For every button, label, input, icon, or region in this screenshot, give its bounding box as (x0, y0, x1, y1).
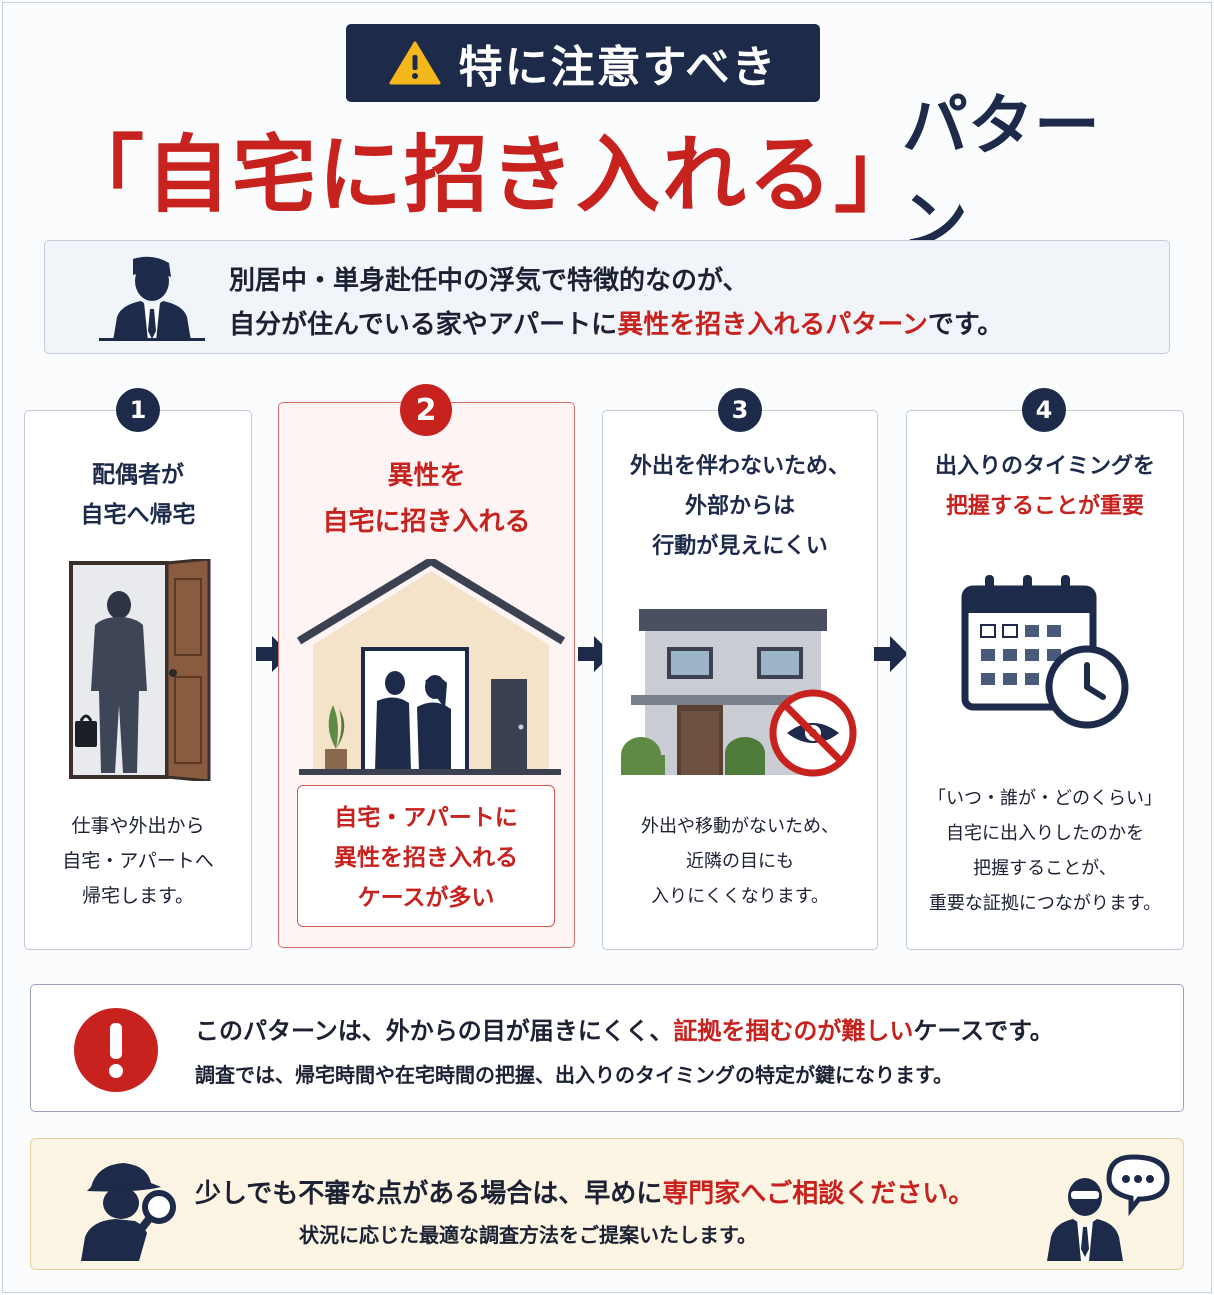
step-2-title-line: 異性を (387, 461, 466, 491)
step-3-title-line: 外部からは (684, 494, 795, 519)
notice-box: このパターンは、外からの目が届きにくく、証拠を掴むのが難しいケースです。 調査で… (30, 984, 1184, 1112)
intro-highlight: 異性を招き入れるパターン (617, 310, 928, 340)
arrow-right-icon (578, 636, 612, 672)
businessman-icon (99, 256, 205, 341)
step-3-title: 外出を伴わないため、 外部からは 行動が見えにくい (603, 447, 877, 567)
step-4-title-line: 出入りのタイミングを (934, 454, 1155, 479)
consultant-chat-icon (1047, 1154, 1170, 1261)
step-2-title-line: 自宅に招き入れる (322, 507, 531, 537)
step-2-number: 2 (400, 384, 452, 436)
step-1-body-line: 仕事や外出から (71, 815, 205, 837)
notice-line1-pre: このパターンは、外からの目が届きにくく、 (195, 1017, 674, 1045)
step-3-body: 外出や移動がないため、 近隣の目にも 入りにくくなります。 (603, 809, 877, 914)
step-1-title: 配偶者が 自宅へ帰宅 (25, 455, 251, 535)
step-card-2: 異性を 自宅に招き入れる 自宅・アパートに 異性を招き入れる ケースが多い (278, 402, 575, 948)
intro-box: 別居中・単身赴任中の浮気で特徴的なのが、 自分が住んでいる家やアパートに異性を招… (44, 240, 1170, 354)
arrow-right-icon (874, 636, 908, 672)
step-2-callout-line: ケースが多い (357, 885, 495, 911)
footer-highlight: 専門家へご相談ください。 (662, 1179, 975, 1209)
step-4-body-line: 重要な証拠につながります。 (928, 893, 1162, 914)
step-1-title-line: 自宅へ帰宅 (80, 502, 196, 528)
step-4-body-line: 「いつ・誰が・どのくらい」 (928, 788, 1162, 809)
house-no-eye-icon (621, 609, 857, 777)
page-title: 「自宅に招き入れる」 パターン (60, 87, 1154, 260)
calendar-clock-icon (961, 575, 1129, 729)
step-1-title-line: 配偶者が (92, 462, 184, 488)
title-suffix: パターン (901, 87, 1100, 260)
notice-line1-post: ケースです。 (913, 1017, 1054, 1045)
title-highlight: 「自宅に招き入れる」 (60, 125, 921, 224)
step-1-body-line: 自宅・アパートへ (62, 850, 214, 872)
step-4-title-highlight: 把握することが重要 (945, 494, 1144, 519)
intro-line2-post: です。 (927, 310, 1004, 340)
notice-highlight: 証拠を掴むのが難しい (673, 1017, 914, 1045)
intro-line2: 自分が住んでいる家やアパートに異性を招き入れるパターンです。 (229, 303, 1003, 347)
footer-box: 少しでも不審な点がある場合は、早めに専門家へご相談ください。 状況に応じた最適な… (30, 1138, 1184, 1270)
badge-text: 特に注意すべき (458, 42, 778, 93)
step-4-body-line: 把握することが、 (973, 858, 1117, 879)
step-1-number: 1 (116, 388, 160, 432)
step-3-body-line: 外出や移動がないため、 (641, 816, 839, 837)
step-3-body-line: 近隣の目にも (686, 851, 794, 872)
step-2-callout-line: 異性を招き入れる (334, 845, 518, 871)
footer-line2: 状況に応じた最適な調査方法をご提案いたします。 (299, 1223, 757, 1247)
step-3-number: 3 (718, 388, 762, 432)
house-couple-icon (296, 559, 565, 775)
header-badge: 特に注意すべき (346, 24, 820, 102)
step-card-1: 配偶者が 自宅へ帰宅 仕事や外出から 自宅・アパートへ 帰宅します。 (24, 410, 252, 950)
step-card-3: 外出を伴わないため、 外部からは 行動が見えにくい 外出や移動がないため、 近隣… (602, 410, 878, 950)
door-person-icon (69, 559, 211, 781)
step-2-callout: 自宅・アパートに 異性を招き入れる ケースが多い (297, 785, 555, 927)
notice-line2: 調査では、帰宅時間や在宅時間の把握、出入りのタイミングの特定が鍵になります。 (195, 1063, 953, 1087)
warning-icon (389, 41, 441, 85)
footer-line1-pre: 少しでも不審な点がある場合は、早めに (195, 1179, 663, 1209)
exclamation-icon (74, 1008, 158, 1092)
step-2-title: 異性を 自宅に招き入れる (279, 453, 574, 545)
step-2-callout-line: 自宅・アパートに (334, 805, 518, 831)
step-4-number: 4 (1022, 388, 1066, 432)
step-1-body: 仕事や外出から 自宅・アパートへ 帰宅します。 (25, 809, 251, 914)
footer-line1: 少しでも不審な点がある場合は、早めに専門家へご相談ください。 (195, 1173, 974, 1210)
arrow-right-icon (256, 636, 290, 672)
step-1-body-line: 帰宅します。 (81, 885, 195, 907)
notice-line1: このパターンは、外からの目が届きにくく、証拠を掴むのが難しいケースです。 (195, 1011, 1054, 1046)
step-card-4: 出入りのタイミングを 把握することが重要 「いつ・誰が・どのくらい」 自宅に出入… (906, 410, 1184, 950)
step-4-title: 出入りのタイミングを 把握することが重要 (907, 447, 1183, 527)
intro-text: 別居中・単身赴任中の浮気で特徴的なのが、 自分が住んでいる家やアパートに異性を招… (229, 259, 1003, 347)
intro-line1: 別居中・単身赴任中の浮気で特徴的なのが、 (229, 266, 749, 296)
step-4-body-line: 自宅に出入りしたのかを (946, 823, 1144, 844)
intro-line2-pre: 自分が住んでいる家やアパートに (229, 310, 618, 340)
step-3-body-line: 入りにくくなります。 (651, 886, 829, 907)
detective-icon (81, 1163, 176, 1261)
step-4-body: 「いつ・誰が・どのくらい」 自宅に出入りしたのかを 把握することが、 重要な証拠… (907, 781, 1183, 921)
step-3-title-line: 外出を伴わないため、 (629, 454, 850, 479)
step-3-title-line: 行動が見えにくい (652, 534, 828, 559)
